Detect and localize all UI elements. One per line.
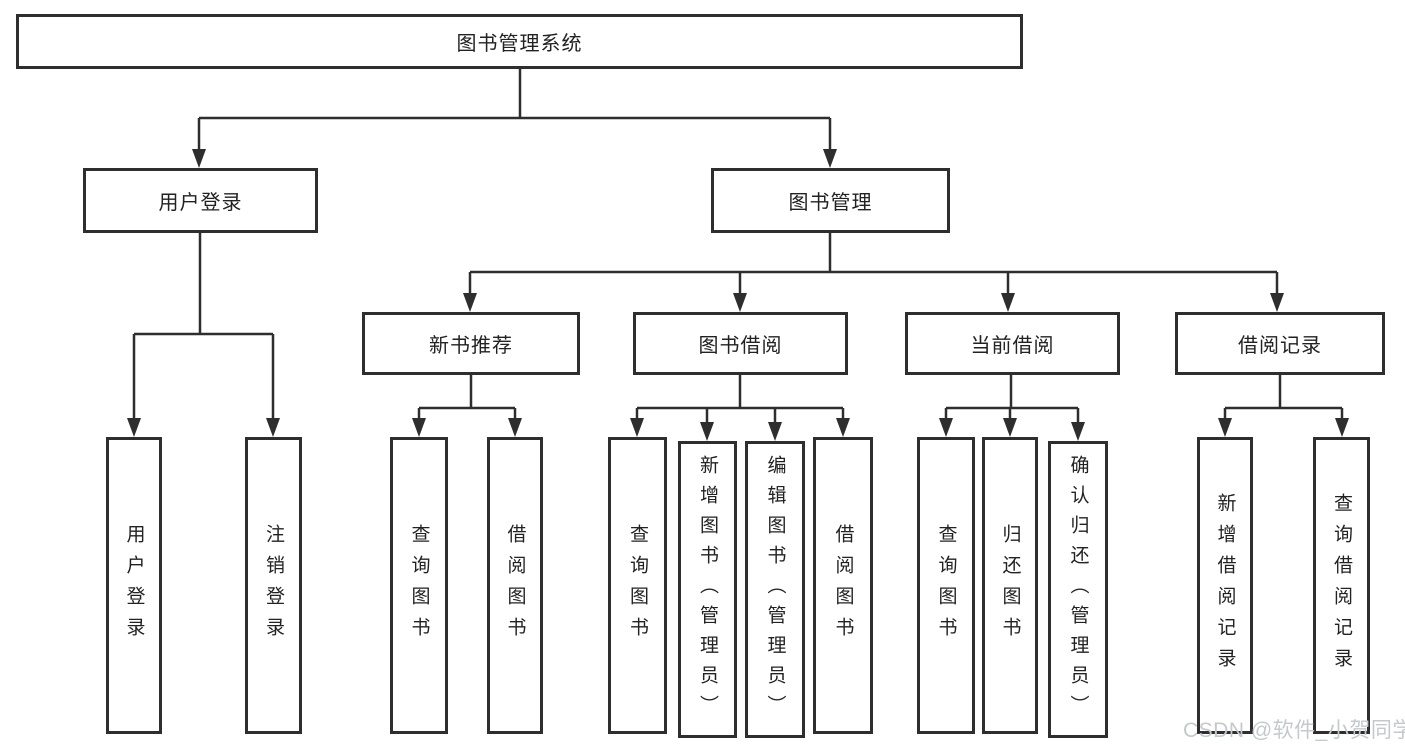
arrowhead-icon: [836, 418, 850, 437]
leaf-logout-label: 注销登录: [263, 523, 284, 648]
leaf-query-books-current: 查询图书: [917, 437, 975, 734]
leaf-query-books-current-label: 查询图书: [935, 523, 957, 648]
arrowhead-icon: [823, 149, 837, 168]
leaf-confirm-return-admin: 确认归还（管理员）: [1048, 441, 1108, 738]
node-book-mgmt-label: 图书管理: [788, 192, 873, 214]
node-user-login-label: 用户登录: [158, 192, 243, 214]
arrowhead-icon: [508, 418, 522, 437]
leaf-confirm-return-admin-label: 确认归还（管理员）: [1067, 454, 1089, 725]
leaf-query-books-borrow: 查询图书: [608, 437, 667, 734]
leaf-logout: 注销登录: [245, 437, 302, 734]
arrowhead-icon: [1218, 418, 1232, 437]
node-current-borrow: 当前借阅: [905, 312, 1120, 375]
leaf-user-login-label: 用户登录: [123, 523, 145, 648]
arrowhead-icon: [733, 293, 747, 312]
arrowhead-icon: [127, 418, 141, 437]
leaf-add-books-admin-label: 新增图书（管理员）: [697, 454, 718, 725]
leaf-query-books-rec: 查询图书: [390, 437, 448, 734]
leaf-return-books-label: 归还图书: [999, 523, 1021, 648]
node-book-borrow: 图书借阅: [633, 312, 848, 375]
csdn-watermark: CSDN @软件_小贺同学: [1183, 719, 1405, 742]
arrowhead-icon: [1003, 418, 1017, 437]
node-new-book-rec-label: 新书推荐: [429, 335, 513, 357]
leaf-user-login: 用户登录: [106, 437, 162, 734]
arrowhead-icon: [412, 418, 426, 437]
leaf-borrow-books-label: 借阅图书: [832, 523, 854, 648]
node-root-label: 图书管理系统: [456, 33, 583, 55]
leaf-add-borrow-record-label: 新增借阅记录: [1214, 492, 1236, 679]
leaf-borrow-books-rec-label: 借阅图书: [504, 523, 526, 648]
node-root: 图书管理系统: [16, 14, 1023, 69]
node-book-borrow-label: 图书借阅: [698, 335, 783, 357]
leaf-add-books-admin: 新增图书（管理员）: [678, 441, 737, 738]
node-book-mgmt: 图书管理: [711, 168, 950, 233]
leaf-edit-books-admin-label: 编辑图书（管理员）: [764, 454, 786, 725]
arrowhead-icon: [700, 422, 714, 441]
node-user-login: 用户登录: [83, 168, 318, 233]
leaf-query-borrow-record: 查询借阅记录: [1313, 437, 1370, 734]
node-borrow-records-label: 借阅记录: [1238, 335, 1322, 357]
leaf-add-borrow-record: 新增借阅记录: [1197, 437, 1253, 734]
leaf-return-books: 归还图书: [982, 437, 1038, 734]
node-new-book-rec: 新书推荐: [362, 312, 580, 375]
arrowhead-icon: [939, 418, 953, 437]
arrowhead-icon: [768, 422, 782, 441]
node-current-borrow-label: 当前借阅: [970, 335, 1055, 357]
arrowhead-icon: [266, 418, 280, 437]
arrowhead-icon: [192, 149, 206, 168]
leaf-edit-books-admin: 编辑图书（管理员）: [745, 441, 805, 738]
node-borrow-records: 借阅记录: [1175, 312, 1385, 375]
arrowhead-icon: [630, 418, 644, 437]
leaf-query-books-rec-label: 查询图书: [408, 523, 430, 648]
leaf-query-borrow-record-label: 查询借阅记录: [1331, 492, 1352, 679]
arrowhead-icon: [1270, 293, 1284, 312]
leaf-borrow-books-rec: 借阅图书: [487, 437, 543, 734]
arrowhead-icon: [1001, 293, 1015, 312]
arrowhead-icon: [463, 293, 477, 312]
leaf-query-books-borrow-label: 查询图书: [627, 523, 648, 648]
leaf-borrow-books: 借阅图书: [813, 437, 873, 734]
arrowhead-icon: [1335, 418, 1349, 437]
arrowhead-icon: [1071, 422, 1085, 441]
